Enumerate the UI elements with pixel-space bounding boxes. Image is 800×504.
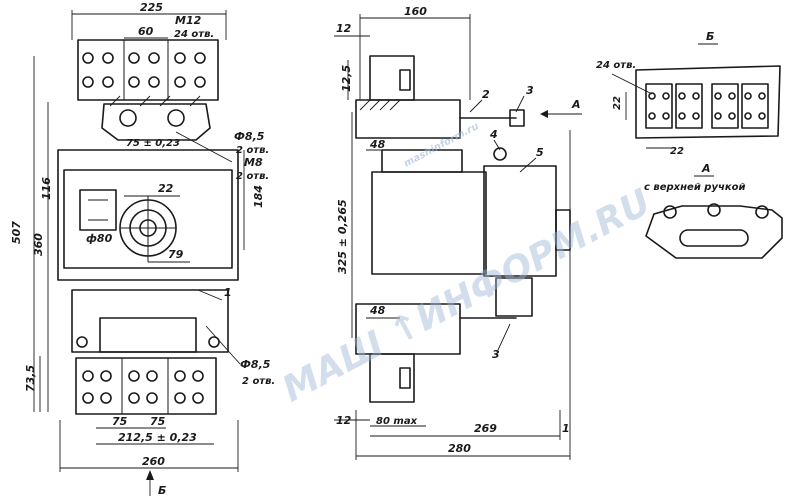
- thread-m8: M8: [244, 156, 263, 169]
- watermark-text: МАШ ↑ИНФОРМ.RU: [276, 182, 657, 411]
- detail-a-title: A: [701, 162, 711, 175]
- dim-184: 184: [252, 185, 265, 208]
- dim-212-5-tol: 212,5 ± 0,23: [118, 431, 197, 444]
- detail-a: A с верхней ручкой: [644, 162, 783, 259]
- bottom-terminal-side: [369, 353, 415, 403]
- side-view: 160 12 12,5 48 325 ± 0,265 48 12 80 max …: [334, 5, 582, 460]
- hole-count-bottom: 2 отв.: [242, 376, 275, 387]
- view-b-arrow-label: Б: [158, 484, 166, 497]
- hole-dia-bottom: Ф8,5: [240, 358, 271, 371]
- callout-4: 4: [489, 128, 498, 141]
- thread-m12: M12: [175, 14, 202, 27]
- upper-bar: [355, 99, 461, 139]
- callout-3-bottom: 3: [492, 348, 500, 361]
- dim-79: 79: [168, 248, 184, 261]
- side-dimensions: [334, 14, 582, 460]
- detail-b-title: Б: [706, 30, 714, 43]
- front-view: 225 60 M12 24 отв. Ф8,5 2 отв. M8 2 отв.…: [10, 1, 275, 497]
- watermark-url: mashinform.ru: [402, 121, 481, 170]
- dim-75-bottom-1: 75: [112, 415, 128, 428]
- dim-280: 280: [448, 442, 471, 455]
- dim-75-bottom-2: 75: [150, 415, 166, 428]
- detail-b: Б 24 отв. 22 22: [596, 30, 781, 157]
- bottom-terminal-screws: [82, 370, 204, 404]
- dim-360: 360: [32, 233, 45, 256]
- thread-m8-holes: 2 отв.: [236, 171, 269, 182]
- dim-12-top: 12: [336, 22, 352, 35]
- arrow-a-label: A: [571, 98, 581, 111]
- dim-12-bottom: 12: [336, 414, 352, 427]
- view-b-arrow-icon: [146, 470, 154, 480]
- thread-holes-24: 24 отв.: [174, 29, 214, 40]
- dim-269: 269: [474, 422, 497, 435]
- dim-80max: 80 max: [376, 416, 418, 427]
- upper-mounting-plate: [101, 103, 211, 141]
- detail-b-dim-22-h: 22: [670, 146, 684, 157]
- nameplate: [79, 189, 117, 231]
- detail-b-dim-22-v: 22: [612, 96, 623, 110]
- top-terminal-side: [369, 55, 415, 101]
- dim-48-top: 48: [369, 138, 386, 151]
- detail-b-terminals: [645, 83, 769, 129]
- detail-a-outline: [645, 205, 783, 259]
- dia-80: ф80: [86, 232, 113, 245]
- main-body-side: [371, 171, 487, 275]
- dim-73-5: 73,5: [24, 365, 37, 392]
- arrow-a-icon: [540, 110, 548, 118]
- dim-160: 160: [404, 5, 427, 18]
- dim-325-tol: 325 ± 0,265: [336, 199, 349, 274]
- spacing-75-tol: 75 ± 0,23: [126, 138, 180, 149]
- top-terminal-screws: [82, 52, 206, 88]
- callout-3-top: 3: [526, 84, 534, 97]
- hole-count-top: 2 отв.: [236, 145, 269, 156]
- top-terminal-block: [77, 39, 219, 101]
- watermark: МАШ ↑ИНФОРМ.RU mashinform.ru: [276, 121, 657, 411]
- dim-48-bottom: 48: [369, 304, 386, 317]
- callout-2: 2: [482, 88, 490, 101]
- dim-1: 1: [562, 422, 570, 435]
- callout-1: 1: [224, 286, 232, 299]
- callout-4-screw: [493, 147, 507, 161]
- callout-5: 5: [536, 146, 544, 159]
- detail-a-slot: [679, 229, 749, 247]
- bottom-terminal-block: [75, 357, 217, 415]
- dim-22-front: 22: [158, 182, 174, 195]
- dim-260: 260: [142, 455, 165, 468]
- lower-mounting-plate: [71, 289, 229, 353]
- dim-12-5: 12,5: [340, 65, 353, 92]
- detail-a-subtitle: с верхней ручкой: [644, 182, 746, 193]
- dim-225: 225: [140, 1, 163, 14]
- dim-507: 507: [10, 221, 23, 244]
- front-dimensions: [33, 10, 245, 496]
- dim-116: 116: [40, 177, 53, 200]
- detail-b-holes: 24 отв.: [596, 60, 636, 71]
- hole-dia-top: Ф8,5: [234, 130, 265, 143]
- dim-60: 60: [138, 25, 154, 38]
- detail-b-outline: [635, 65, 781, 139]
